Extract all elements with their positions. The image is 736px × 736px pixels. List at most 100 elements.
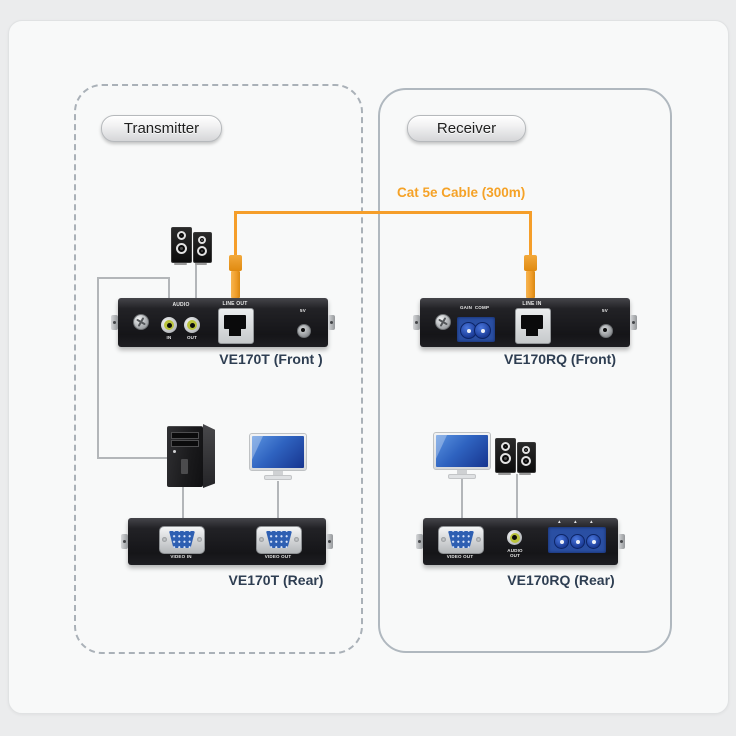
vga-socket <box>448 531 474 548</box>
video-in-label: VIDEO IN <box>170 554 192 559</box>
tx-rear-title: VE170T (Rear) <box>228 572 324 588</box>
cable-line-right-drop <box>529 211 532 257</box>
adjust-marker-icon: ▲ <box>573 519 578 524</box>
tx-audio-line-to-jack <box>168 277 170 299</box>
audio-out-label: OUT <box>186 335 198 340</box>
pc-vent <box>181 459 188 474</box>
mounting-ear-icon <box>618 534 625 549</box>
audio-out-label-line1: AUDIO <box>507 548 523 553</box>
pc-power-button <box>173 450 176 453</box>
comp-label: COMP <box>474 305 490 310</box>
monitor-neck <box>273 471 283 476</box>
jack-ring <box>509 532 520 543</box>
audio-group-label: AUDIO <box>172 302 190 308</box>
rj45-tab <box>229 329 241 336</box>
rx-front-title: VE170RQ (Front) <box>503 351 616 367</box>
speaker-stand <box>519 473 531 475</box>
ve170t-rear-device: VIDEO IN VIDEO OUT <box>121 518 333 565</box>
power-label: 5V <box>602 308 608 313</box>
tx-audio-line-vertical <box>97 277 99 459</box>
mounting-ear-icon <box>121 534 128 549</box>
speaker-left <box>171 227 192 263</box>
vga-port-icon <box>159 526 205 554</box>
transmitter-group-outline <box>74 84 363 654</box>
speaker-cone <box>521 456 531 466</box>
monitor-screen <box>252 436 304 468</box>
video-out-label: VIDEO OUT <box>264 554 292 559</box>
dc-jack-icon <box>297 324 311 338</box>
jack-hole <box>166 322 172 328</box>
speaker-stand <box>498 473 511 475</box>
rj45-plug-icon <box>524 255 537 298</box>
plug-boot <box>524 255 537 271</box>
rj45-opening <box>521 315 543 329</box>
monitor-icon <box>249 433 307 480</box>
mounting-ear-icon <box>416 534 423 549</box>
mounting-ear-icon <box>111 315 118 330</box>
speakers-icon <box>171 227 215 267</box>
power-label: 5V <box>300 308 306 313</box>
monitor-screen <box>436 435 488 467</box>
monitor-neck <box>457 470 467 475</box>
audio-in-label: IN <box>166 335 172 340</box>
monitor-icon <box>433 432 491 479</box>
plug-pin <box>231 271 240 298</box>
jack-hole <box>189 322 195 328</box>
tx-pc-video-line <box>182 487 184 518</box>
speaker-stand <box>174 263 187 265</box>
speaker-right <box>193 232 212 263</box>
audio-out-label: AUDIO OUT <box>501 548 529 558</box>
screw-icon <box>435 314 451 330</box>
mounting-ear-icon <box>630 315 637 330</box>
tx-audio-line-to-pc <box>97 457 169 459</box>
rj45-port-icon <box>218 308 254 344</box>
speaker-cone <box>500 453 511 464</box>
adjust-knob-icon <box>570 534 585 549</box>
plug-boot <box>229 255 242 271</box>
line-in-label: LINE IN <box>522 301 542 307</box>
tx-front-title: VE170T (Front ) <box>219 351 323 367</box>
rj45-opening <box>224 315 246 329</box>
cable-line-horizontal <box>234 211 532 214</box>
transmitter-label-text: Transmitter <box>123 120 200 137</box>
vga-socket <box>169 531 195 548</box>
rj45-port-icon <box>515 308 551 344</box>
monitor-base <box>264 475 292 480</box>
cable-line-left-drop <box>234 211 237 257</box>
audio-out-jack-icon <box>507 530 522 545</box>
plug-pin <box>526 271 535 298</box>
comp-knob-icon <box>474 322 491 339</box>
gain-label: GAIN <box>459 305 473 310</box>
video-out-label: VIDEO OUT <box>446 554 474 559</box>
ve170rq-front-device: GAIN COMP LINE IN 5V <box>413 298 637 347</box>
speaker-cone <box>176 243 187 254</box>
receiver-label-text: Receiver <box>436 120 497 137</box>
speaker-cone <box>197 246 207 256</box>
speakers-icon <box>495 438 539 476</box>
rx-speaker-line <box>516 474 518 518</box>
mounting-ear-icon <box>328 315 335 330</box>
rx-monitor-line <box>461 478 463 518</box>
jack-hole <box>512 535 517 540</box>
adjust-knob-icon <box>586 534 601 549</box>
line-out-label: LINE OUT <box>222 301 248 307</box>
adjust-marker-icon: ▲ <box>557 519 562 524</box>
pc-side <box>203 424 215 488</box>
screw-icon <box>133 314 149 330</box>
rj45-tab <box>526 329 538 336</box>
rx-rear-title: VE170RQ (Rear) <box>507 572 615 588</box>
cable-caption: Cat 5e Cable (300m) <box>397 185 526 200</box>
speaker-stand <box>195 263 207 265</box>
monitor-base <box>448 474 476 479</box>
vga-port-icon <box>256 526 302 554</box>
dc-jack-icon <box>599 324 613 338</box>
transmitter-group-label: Transmitter <box>101 115 222 142</box>
vga-port-icon <box>438 526 484 554</box>
mounting-ear-icon <box>413 315 420 330</box>
speaker-cone <box>501 442 510 451</box>
speaker-cone <box>522 446 530 454</box>
pc-front <box>167 426 203 487</box>
vga-socket <box>266 531 292 548</box>
receiver-group-label: Receiver <box>407 115 526 142</box>
jack-ring <box>187 320 197 330</box>
